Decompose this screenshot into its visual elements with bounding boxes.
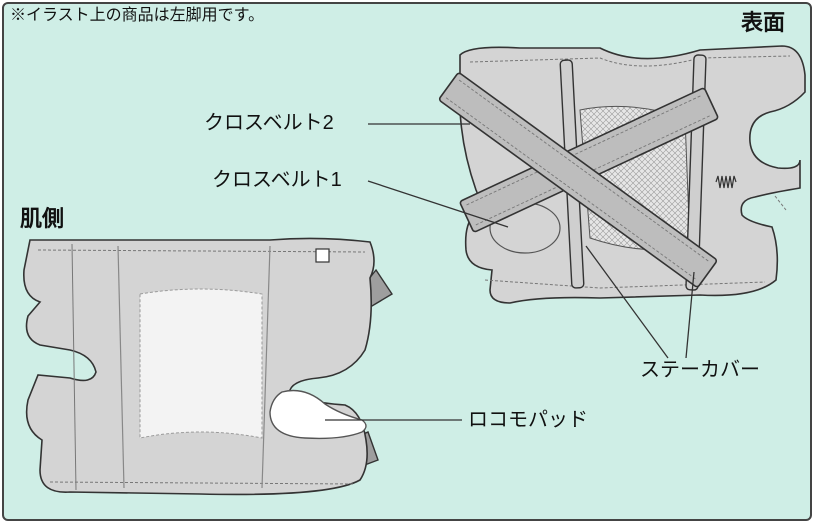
front-support-illustration (438, 45, 806, 304)
leader-cross-belt-1 (367, 180, 509, 228)
note-text: ※イラスト上の商品は左脚用です。 (10, 7, 265, 24)
locomo-pad (269, 389, 367, 440)
stay-cover-label: ステーカバー (640, 359, 760, 381)
leader-stay-cover-left (585, 245, 669, 359)
skin-side-stitch-line (37, 249, 366, 485)
cross-belt-1-label: クロスベルト1 (212, 169, 342, 191)
leader-stay-cover-right (685, 271, 695, 359)
locomo-pad-label: ロコモパッド (468, 409, 588, 431)
skin-side-label: 肌側 (20, 206, 65, 231)
size-tag (315, 248, 330, 263)
stay-seam-left (117, 245, 125, 489)
cross-belt-2-label: クロスベルト2 (204, 112, 334, 134)
inner-panel (139, 288, 263, 439)
front-view-label: 表面 (741, 10, 786, 35)
skin-side-support-illustration (23, 237, 393, 496)
stay-seam-right (261, 245, 271, 489)
cross-belt-2 (438, 72, 718, 288)
skin-side-edge-seam (71, 243, 77, 491)
spring-icon (715, 175, 737, 189)
leader-lines (325, 123, 695, 421)
